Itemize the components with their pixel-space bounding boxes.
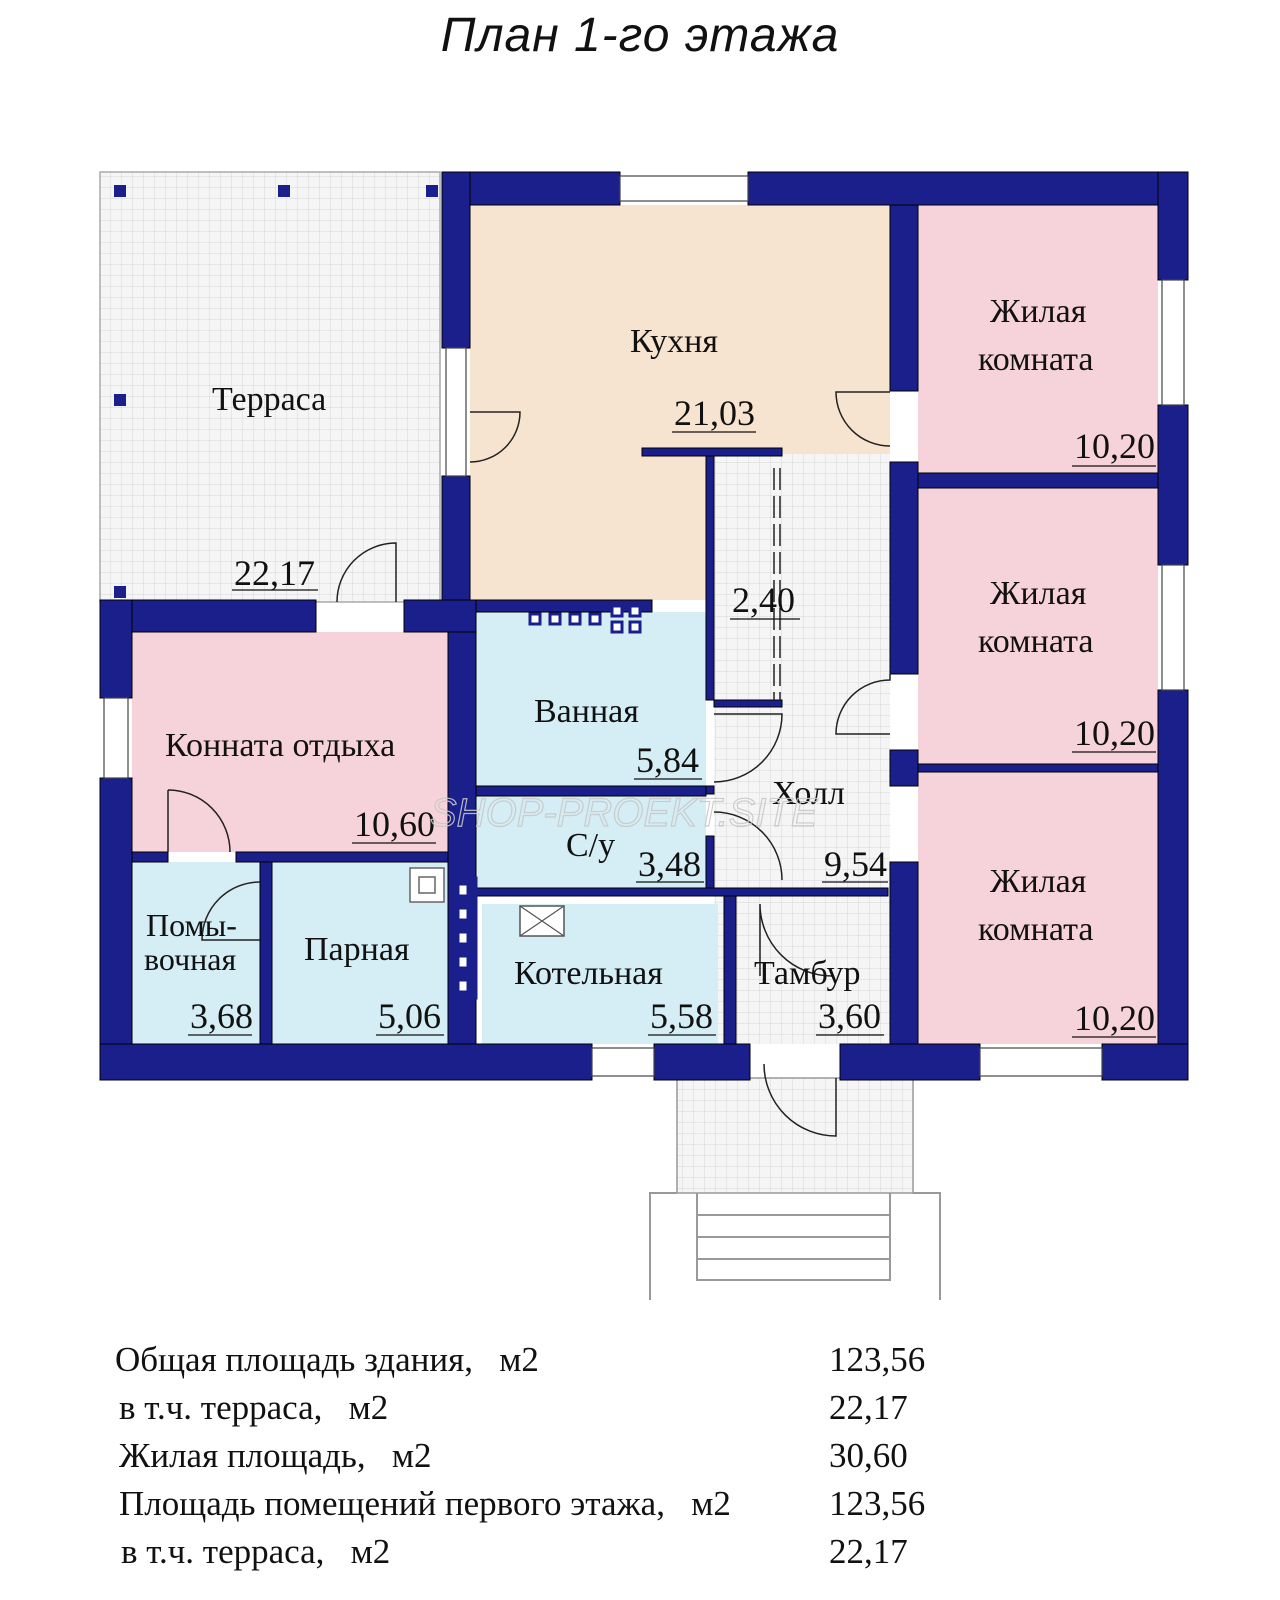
- bedroom3-area: 10,20: [1074, 998, 1155, 1038]
- boiler-area: 5,58: [650, 996, 713, 1036]
- boiler-unit-cross: [519, 905, 565, 937]
- bedroom3-name-line1: Жилая: [990, 863, 1087, 900]
- bedroom1-area: 10,20: [1074, 426, 1155, 466]
- summary-value: 22,17: [829, 1388, 908, 1427]
- summary-value: 30,60: [829, 1436, 908, 1475]
- terrace-post: [278, 185, 290, 197]
- door-wash-sauna: [201, 881, 261, 941]
- door-kitchen-bedroom1: [835, 391, 891, 447]
- floor-plan: Терраса 22,17 Кухня 21,03 Жилая комната …: [99, 171, 1189, 1300]
- door-hall-bedroom2: [835, 674, 891, 735]
- rest-floor: [132, 632, 448, 852]
- summary-value: 123,56: [829, 1484, 926, 1523]
- heater: [409, 867, 445, 903]
- bedroom2-floor: [918, 488, 1158, 764]
- porch-steps: [649, 1192, 941, 1300]
- wc-name: С/у: [566, 827, 615, 864]
- wash-area: 3,68: [190, 996, 253, 1036]
- hall-name: Холл: [772, 775, 845, 812]
- summary-label: в т.ч. терраса, м2: [121, 1532, 391, 1571]
- porch-floor: [676, 1077, 914, 1194]
- bedroom2-area: 10,20: [1074, 713, 1155, 753]
- bedroom1-name-line2: комната: [978, 341, 1093, 378]
- door-hall-bath: [713, 713, 783, 783]
- door-rest-wash: [167, 789, 231, 853]
- summary-row: в т.ч. терраса, м2 22,17: [115, 1388, 1015, 1436]
- watermark: SHOP-PROEKT.SITE: [430, 791, 819, 835]
- walls: [99, 171, 1189, 1081]
- vestibule-name: Тамбур: [754, 955, 861, 992]
- bedroom1-name-line1: Жилая: [990, 293, 1087, 330]
- stove-blocks: [448, 604, 642, 1000]
- kitchen-name: Кухня: [630, 323, 718, 360]
- door-entrance: [763, 1063, 837, 1137]
- bedroom3-floor: [918, 772, 1158, 1044]
- door-vestibule: [759, 903, 833, 977]
- terrace-floor: [99, 171, 441, 603]
- corridor-area: 2,40: [732, 580, 795, 620]
- terrace-name: Терраса: [212, 381, 326, 418]
- bedroom2-name-line1: Жилая: [990, 575, 1087, 612]
- terrace-area: 22,17: [234, 553, 315, 593]
- wc-floor: [476, 796, 706, 888]
- door-hall-wc: [713, 811, 783, 881]
- kitchen-area: 21,03: [674, 393, 755, 433]
- vestibule-area: 3,60: [818, 996, 881, 1036]
- boiler-name: Котельная: [514, 955, 663, 992]
- wash-name-line1: Помы-: [146, 907, 237, 943]
- summary-label: Площадь помещений первого этажа, м2: [119, 1484, 731, 1523]
- sauna-area: 5,06: [378, 996, 441, 1036]
- summary-value: 123,56: [829, 1340, 926, 1379]
- summary-row: Площадь помещений первого этажа, м2 123,…: [115, 1484, 1015, 1532]
- summary-label: Общая площадь здания, м2: [115, 1340, 539, 1379]
- wash-floor: [132, 862, 260, 1044]
- bedroom2-name-line2: комната: [978, 623, 1093, 660]
- wc-area: 3,48: [638, 844, 701, 884]
- bedroom1-floor: [918, 205, 1158, 473]
- bath-name: Ванная: [534, 693, 639, 730]
- doors: [167, 391, 891, 1137]
- terrace-post: [426, 185, 438, 197]
- windows: [103, 175, 1185, 1077]
- summary-label: в т.ч. терраса, м2: [119, 1388, 389, 1427]
- bath-area: 5,84: [636, 740, 699, 780]
- door-kitchen-terrace: [469, 411, 521, 463]
- summary-row: Жилая площадь, м2 30,60: [115, 1436, 1015, 1484]
- plan-title: План 1-го этажа: [440, 9, 840, 62]
- summary-row: в т.ч. терраса, м2 22,17: [115, 1532, 1015, 1580]
- door-terrace-rest: [336, 542, 397, 603]
- summary-value: 22,17: [829, 1532, 908, 1571]
- terrace-post: [114, 185, 126, 197]
- terrace-post: [114, 394, 126, 406]
- sliding-door-corridor: [773, 468, 781, 700]
- wash-name-line2: вочная: [144, 941, 236, 977]
- rest-area: 10,60: [354, 804, 435, 844]
- heater-inner: [418, 876, 436, 894]
- hall-area: 9,54: [824, 844, 887, 884]
- summary-label: Жилая площадь, м2: [119, 1436, 432, 1475]
- bath-floor: [476, 612, 706, 786]
- rest-name: Конната отдыха: [165, 727, 395, 764]
- terrace-post: [114, 586, 126, 598]
- bedroom3-name-line2: комната: [978, 911, 1093, 948]
- area-summary: Общая площадь здания, м2 123,56 в т.ч. т…: [115, 1340, 1015, 1580]
- summary-row: Общая площадь здания, м2 123,56: [115, 1340, 1015, 1388]
- sauna-name: Парная: [304, 931, 410, 968]
